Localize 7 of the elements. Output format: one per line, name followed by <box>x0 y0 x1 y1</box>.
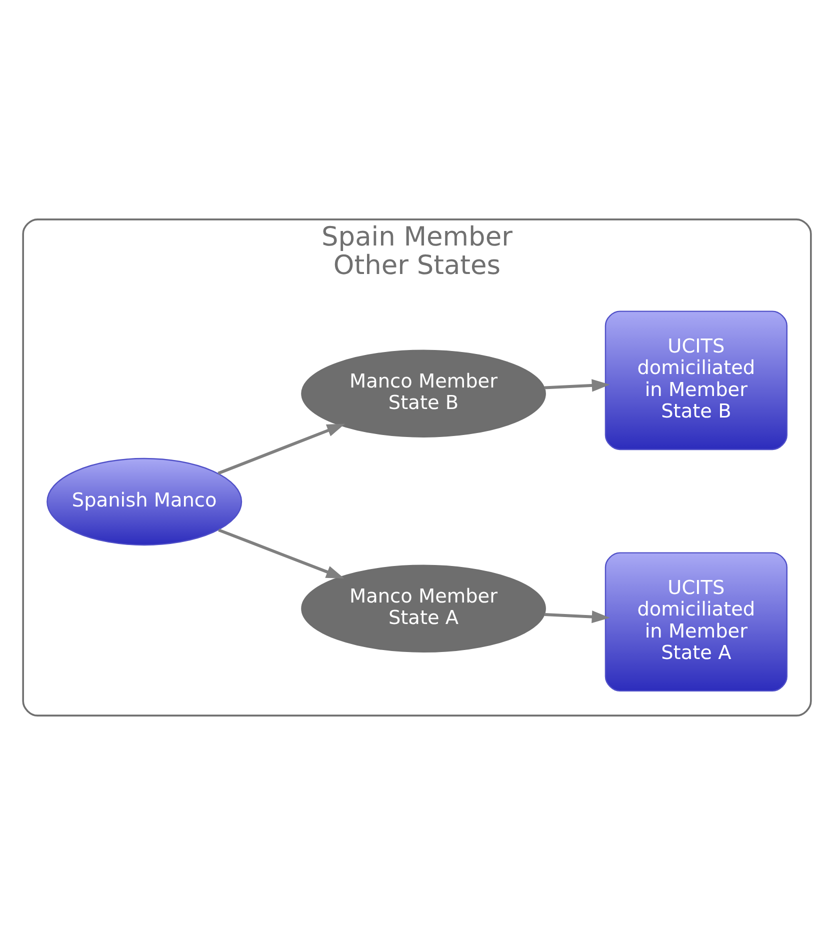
arrow <box>544 610 610 624</box>
node-box: UCITS domiciliated in Member State A <box>604 552 788 692</box>
node-box: UCITS domiciliated in Member State B <box>604 310 788 450</box>
node-ellipse: Spanish Manco <box>46 458 242 546</box>
arrow <box>544 379 610 392</box>
arrow <box>218 424 346 475</box>
arrow <box>218 528 344 579</box>
